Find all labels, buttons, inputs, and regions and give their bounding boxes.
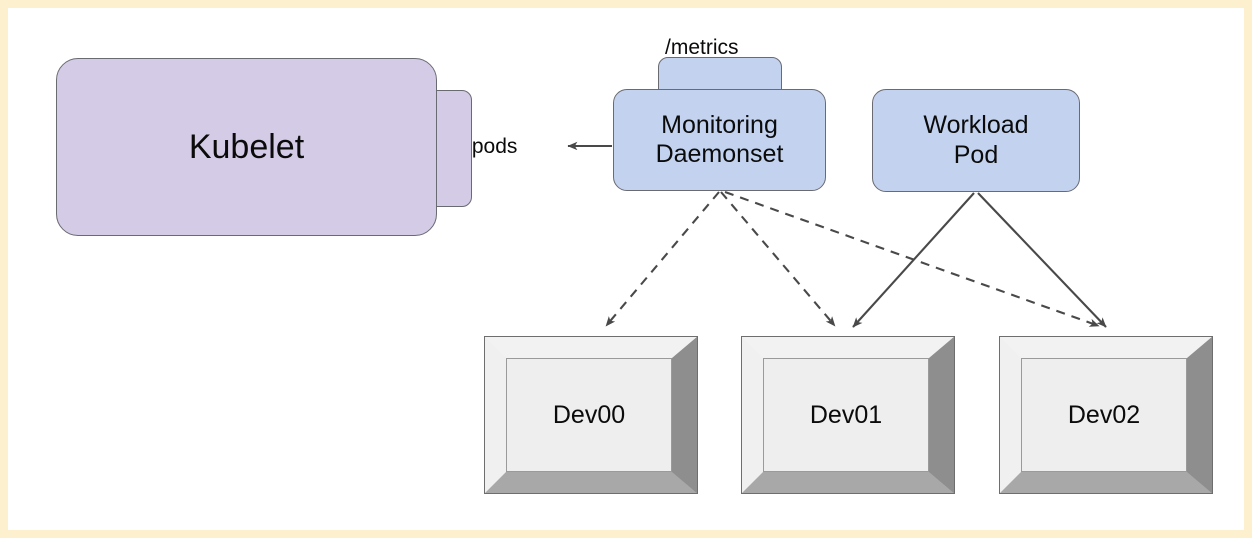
device-screen: Dev00 <box>506 358 672 472</box>
node-device-dev00-label: Dev00 <box>552 400 626 429</box>
edge-monitoring-to-dev02 <box>724 191 1100 327</box>
device-screen: Dev02 <box>1021 358 1187 472</box>
metrics-endpoint-label: /metrics <box>665 36 739 59</box>
edge-workload-to-dev02 <box>977 192 1107 328</box>
edge-monitoring-to-dev00 <box>605 191 720 327</box>
pods-endpoint-label: /pods <box>466 135 518 158</box>
node-monitoring-daemonset-label: Monitoring Daemonset <box>655 110 784 169</box>
node-monitoring-daemonset[interactable]: Monitoring Daemonset <box>613 89 826 191</box>
edge-monitoring-to-dev01 <box>720 191 836 327</box>
node-kubelet-label: Kubelet <box>188 127 305 166</box>
node-device-dev01-label: Dev01 <box>809 400 883 429</box>
edge-workload-to-dev01 <box>852 192 975 328</box>
node-kubelet[interactable]: Kubelet <box>56 58 437 236</box>
node-device-dev02[interactable]: Dev02 <box>999 336 1213 494</box>
node-workload-pod-label: Workload Pod <box>923 111 1029 169</box>
diagram-canvas: Kubelet /pods /metrics Monitoring Daemon… <box>8 8 1244 530</box>
device-screen: Dev01 <box>763 358 929 472</box>
node-device-dev00[interactable]: Dev00 <box>484 336 698 494</box>
node-device-dev01[interactable]: Dev01 <box>741 336 955 494</box>
node-device-dev02-label: Dev02 <box>1067 400 1141 429</box>
node-workload-pod[interactable]: Workload Pod <box>872 89 1080 192</box>
